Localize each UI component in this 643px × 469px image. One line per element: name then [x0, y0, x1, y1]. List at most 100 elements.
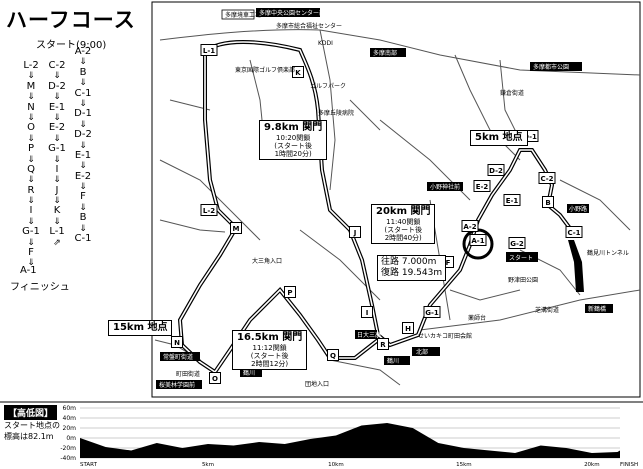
- route-checkpoint: J: [55, 184, 59, 196]
- elevation-title: 【高低図】: [4, 405, 58, 420]
- place-tunnel: 鶴見川トンネル: [587, 249, 629, 257]
- route-column-2: C-2⇓D-2⇓E-1⇓E-2⇓G-1⇓I⇓J⇓K⇓L-1⇗: [44, 60, 70, 248]
- place-shibamizo-road: 芝溝街道: [535, 306, 559, 314]
- route-arrow: ⇓: [53, 175, 61, 186]
- checkpoint-box: [487, 164, 505, 176]
- elevation-x-tick: 15km: [456, 462, 472, 468]
- checkpoint-box: [402, 322, 414, 334]
- place-yakushidai: 薬師台: [468, 314, 486, 322]
- checkpoint-label: E-1: [506, 197, 519, 205]
- route-checkpoint: F: [80, 191, 86, 203]
- checkpoint-label: R: [380, 341, 386, 349]
- place-seika: せいカキコ町田会館: [418, 332, 472, 340]
- checkpoint-label: J: [353, 229, 357, 237]
- place-tama-ginkgo: 多摩中央公園センター前: [259, 9, 325, 17]
- route-arrow: ⇓: [53, 133, 61, 144]
- checkpoint-label: K: [295, 69, 301, 77]
- checkpoint-label: D-1: [523, 133, 537, 141]
- route-arrow: ⇓: [27, 258, 35, 269]
- route-checkpoint: C-2: [48, 60, 66, 71]
- elevation-area: [80, 423, 620, 458]
- route-arrow: ⇓: [27, 237, 35, 248]
- checkpoint-label: B: [545, 199, 550, 207]
- route-arrow: ⇓: [53, 154, 61, 165]
- place-danchi: 団地入口: [305, 380, 329, 388]
- finish-checkpoint: A-1: [20, 265, 37, 276]
- checkpoint-box: [327, 349, 339, 361]
- elevation-x-tick: START: [80, 462, 98, 468]
- place-tama-station: 多摩境車工場: [225, 11, 261, 19]
- tunnel-mark: [568, 240, 584, 292]
- checkpoint-label: D-2: [489, 167, 503, 175]
- route-checkpoint: D-2: [48, 80, 66, 92]
- route-arrow: ⇗: [53, 237, 61, 248]
- route-column-1: A-2⇓B⇓C-1⇓D-1⇓D-2⇓E-1⇓E-2⇓F⇓B⇓C-1: [70, 46, 96, 245]
- checkpoint-box: [508, 237, 526, 249]
- elevation-y-tick: 0m: [66, 435, 76, 442]
- place-tsurukawa-jh: 鶴川: [243, 369, 255, 377]
- checkpoint-layer: L-1L-2KMNOPQRJIHG-1G-2FE-1E-2D-1D-2C-1C-…: [171, 44, 583, 384]
- distance-box: 往路 7.000m 復路 19.543m: [377, 255, 447, 281]
- place-tama-south: 多摩南部: [373, 49, 397, 57]
- route-checkpoint: E-2: [48, 122, 66, 134]
- route-checkpoint: M: [26, 80, 36, 92]
- route-arrow: ⇓: [79, 98, 87, 109]
- place-kddi: KDDI: [318, 40, 333, 47]
- route-checkpoint: B: [79, 66, 87, 78]
- checkpoint-label: F: [446, 259, 451, 267]
- timepoint-9-8km: 9.8km 関門 10:20関鎖 (スタート後 1時間20分): [259, 120, 328, 160]
- place-golf-club: 東京国際ゴルフ倶楽部: [235, 66, 295, 74]
- place-obirin: 桜美林学園前: [159, 381, 195, 389]
- route-arrow: ⇓: [27, 154, 35, 165]
- checkpoint-label: C-1: [567, 229, 580, 237]
- route-arrow: ⇓: [27, 216, 35, 227]
- checkpoint-box: [538, 172, 556, 184]
- checkpoint-box: [209, 372, 221, 384]
- place-ono-shrine: 小野神社前: [430, 183, 460, 191]
- place-tsurukawa: 鶴川: [387, 357, 399, 365]
- route-arrow: ⇓: [79, 119, 87, 130]
- route-arrow: ⇓: [53, 216, 61, 227]
- checkpoint-label: P: [287, 289, 292, 297]
- route-checkpoint: G-1: [22, 226, 40, 238]
- route-checkpoint: B: [79, 212, 87, 224]
- timepoint-15km: 15km 地点: [108, 320, 173, 336]
- start-label: スタート(9:00): [36, 40, 107, 51]
- place-onoji: 小野路: [569, 205, 587, 213]
- checkpoint-box: [423, 306, 441, 318]
- checkpoint-box: [361, 306, 373, 318]
- elevation-x-tick: FINISH: [620, 462, 638, 468]
- route-checkpoint: K: [53, 205, 61, 217]
- route-checkpoint: D-2: [74, 129, 92, 141]
- route-arrow: ⇓: [27, 112, 35, 123]
- elevation-x-tick: 10km: [328, 462, 344, 468]
- course-map: L-1L-2KMNOPQRJIHG-1G-2FE-1E-2D-1D-2C-1C-…: [151, 1, 641, 398]
- checkpoint-label: L-1: [203, 47, 215, 55]
- checkpoint-box: [473, 180, 491, 192]
- route-checkpoint: C-1: [74, 233, 92, 245]
- place-daisan-entrance: 大三角入口: [252, 257, 282, 265]
- checkpoint-box: [542, 196, 554, 208]
- route-arrow: ⇓: [79, 223, 87, 234]
- route-arrow: ⇓: [79, 202, 87, 213]
- route-checkpoint: D-1: [74, 108, 92, 120]
- route-checkpoint: N: [27, 101, 35, 113]
- course-route-inner: [179, 41, 576, 374]
- checkpoint-label: I: [366, 309, 369, 317]
- timepoint-5km: 5km 地点: [470, 130, 528, 146]
- checkpoint-box: [377, 338, 389, 350]
- checkpoint-label: N: [174, 339, 180, 347]
- route-arrow: ⇓: [53, 92, 61, 103]
- elevation-x-tick: 20km: [584, 462, 600, 468]
- route-checkpoint: L-2: [23, 60, 39, 71]
- checkpoint-box: [349, 226, 361, 238]
- checkpoint-label: M: [233, 225, 240, 233]
- route-arrow: ⇓: [27, 92, 35, 103]
- checkpoint-label: G-1: [425, 309, 439, 317]
- route-arrow: ⇓: [79, 140, 87, 151]
- route-arrow: ⇓: [79, 182, 87, 193]
- checkpoint-box: [503, 194, 521, 206]
- checkpoint-label: O: [212, 375, 218, 383]
